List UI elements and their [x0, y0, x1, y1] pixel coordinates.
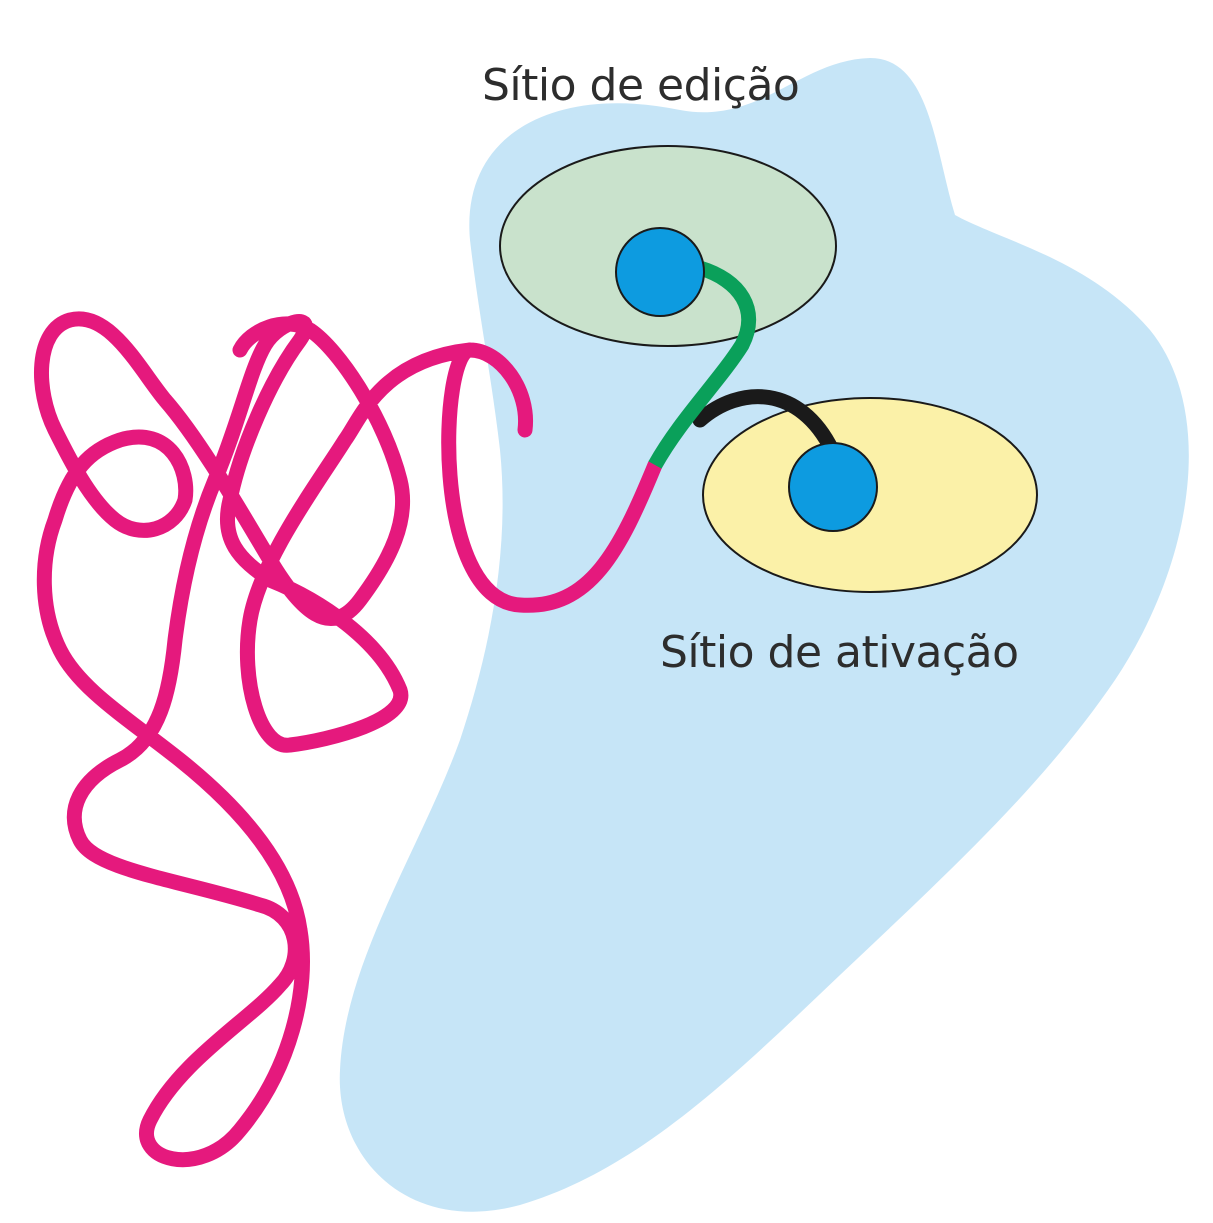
activation-site-binding-spot	[789, 443, 877, 531]
editing-site-binding-spot	[616, 228, 704, 316]
editing-site-label: Sítio de edição	[482, 60, 799, 111]
activation-site-label: Sítio de ativação	[660, 627, 1019, 678]
